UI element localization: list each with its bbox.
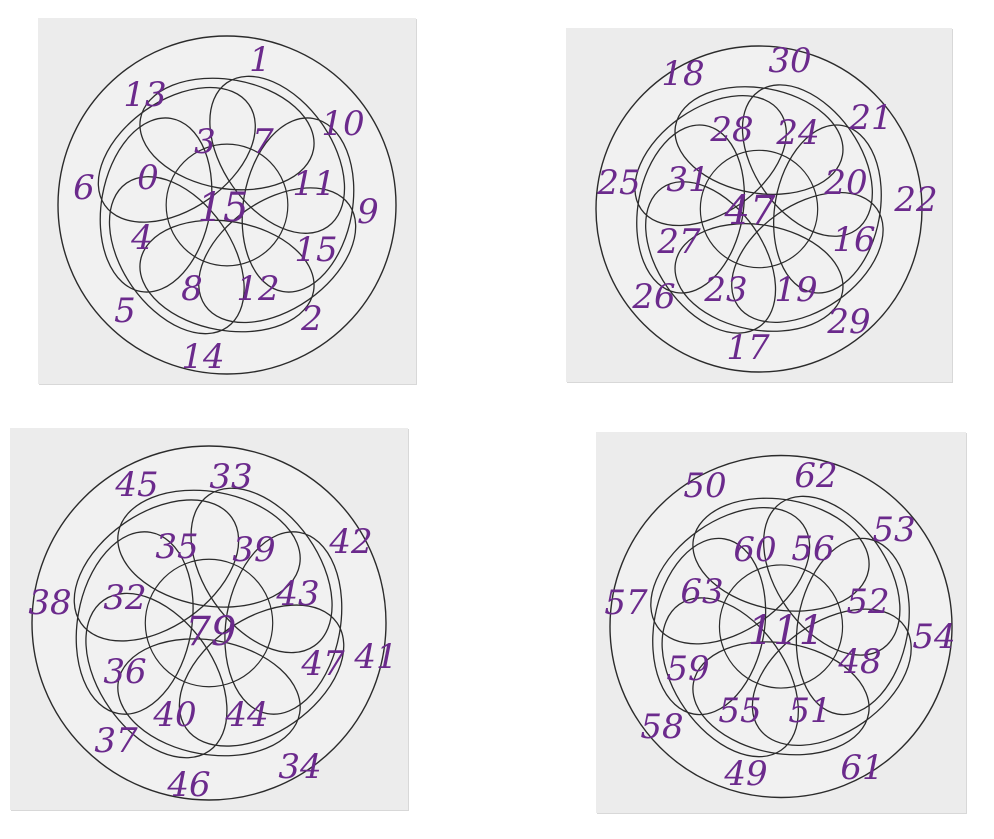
outer-number: 41 [353,637,397,677]
middle-number: 27 [656,222,701,262]
celtic-knot-bottom-right: 111 62 53 54 61 49 58 57 50 56 52 48 51 … [596,432,966,813]
middle-number: 24 [775,113,819,153]
middle-number: 4 [130,218,153,258]
middle-number: 35 [155,527,198,567]
middle-number: 15 [294,230,337,270]
outer-number: 26 [631,277,675,317]
outer-number: 62 [794,456,837,496]
outer-number: 6 [73,168,95,208]
outer-number: 1 [249,40,271,80]
outer-number: 9 [357,192,379,232]
middle-number: 63 [680,572,723,612]
celtic-knot-top-left: 15 1 10 9 2 14 5 6 13 7 11 15 12 8 4 0 3 [38,18,416,384]
middle-number: 48 [837,642,881,682]
outer-number: 33 [209,457,252,497]
outer-number: 5 [114,291,136,331]
outer-number: 30 [768,41,811,81]
middle-number: 55 [718,691,761,731]
middle-number: 59 [666,649,709,689]
middle-number: 7 [252,122,274,162]
outer-number: 17 [726,328,770,368]
knot-panel-top-left: 15 1 10 9 2 14 5 6 13 7 11 15 12 8 4 0 3 [38,18,416,384]
middle-number: 40 [152,695,196,735]
center-number: 79 [186,609,237,655]
middle-number: 32 [103,578,146,618]
outer-number: 34 [278,747,321,787]
middle-number: 60 [733,530,776,570]
middle-number: 11 [292,164,335,204]
outer-number: 50 [683,466,726,506]
center-number: 47 [724,188,776,234]
outer-number: 38 [28,583,71,623]
outer-number: 45 [114,465,158,505]
middle-number: 12 [236,269,279,309]
knot-panel-bottom-right: 111 62 53 54 61 49 58 57 50 56 52 48 51 … [596,432,966,813]
outer-number: 57 [604,583,648,623]
middle-number: 20 [823,163,867,203]
outer-number: 18 [661,54,704,94]
middle-number: 28 [709,110,753,150]
celtic-knot-top-right: 47 30 21 22 29 17 26 25 18 24 20 16 19 2… [566,28,952,382]
middle-number: 31 [666,160,709,200]
celtic-knot-bottom-left: 79 33 42 41 34 46 37 38 45 39 43 47 44 4… [10,428,408,810]
outer-number: 53 [872,510,915,550]
outer-number: 54 [912,617,955,657]
middle-number: 0 [137,158,159,198]
center-number: 15 [198,185,249,231]
middle-number: 51 [788,691,831,731]
outer-number: 22 [893,180,937,220]
outer-number: 42 [328,522,372,562]
outer-number: 21 [848,98,892,138]
middle-number: 56 [791,529,834,569]
middle-number: 44 [224,695,268,735]
middle-number: 39 [232,530,275,570]
outer-number: 61 [840,748,883,788]
knot-panel-bottom-left: 79 33 42 41 34 46 37 38 45 39 43 47 44 4… [10,428,408,810]
outer-number: 37 [94,721,138,761]
outer-number: 58 [640,707,683,747]
middle-number: 23 [703,270,747,310]
outer-number: 2 [300,299,323,339]
middle-number: 36 [103,652,146,692]
center-number: 111 [748,608,824,654]
outer-number: 49 [723,754,767,794]
outer-number: 14 [181,337,224,377]
outer-number: 10 [321,104,364,144]
middle-number: 43 [275,574,319,614]
middle-number: 16 [832,220,875,260]
middle-number: 52 [846,582,889,622]
middle-number: 8 [181,269,203,309]
middle-number: 3 [194,122,216,162]
outer-number: 29 [826,302,870,342]
outer-number: 13 [123,75,166,115]
middle-number: 19 [774,270,817,310]
outer-number: 46 [166,765,210,805]
outer-number: 25 [596,163,640,203]
knot-panel-top-right: 47 30 21 22 29 17 26 25 18 24 20 16 19 2… [566,28,952,382]
middle-number: 47 [300,644,345,684]
